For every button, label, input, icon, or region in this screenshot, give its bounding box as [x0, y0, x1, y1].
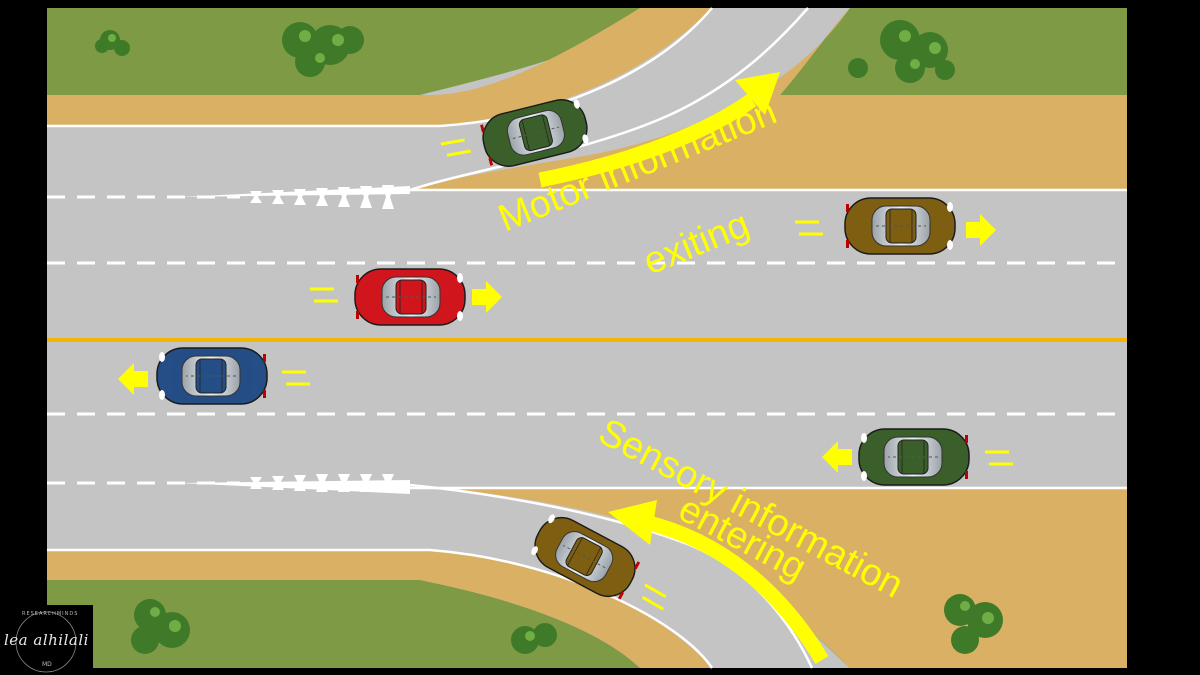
enter-arrow — [608, 500, 829, 664]
bottom-roadside — [47, 483, 1127, 669]
exit-arrow — [538, 72, 780, 188]
logo-tagline: RESEARCHMINDS — [22, 611, 79, 617]
lane-markings — [47, 185, 1127, 494]
logo-ring — [15, 611, 77, 673]
car-blue — [156, 347, 268, 405]
logo-suffix: MD — [42, 661, 52, 668]
car-red — [354, 268, 466, 326]
car-brown-top — [844, 197, 956, 255]
car-green-bottom — [858, 428, 970, 486]
logo-signature: lea alhilali — [4, 631, 89, 649]
bushes — [95, 20, 1003, 654]
author-logo: RESEARCHMINDS lea alhilali MD — [0, 605, 93, 675]
